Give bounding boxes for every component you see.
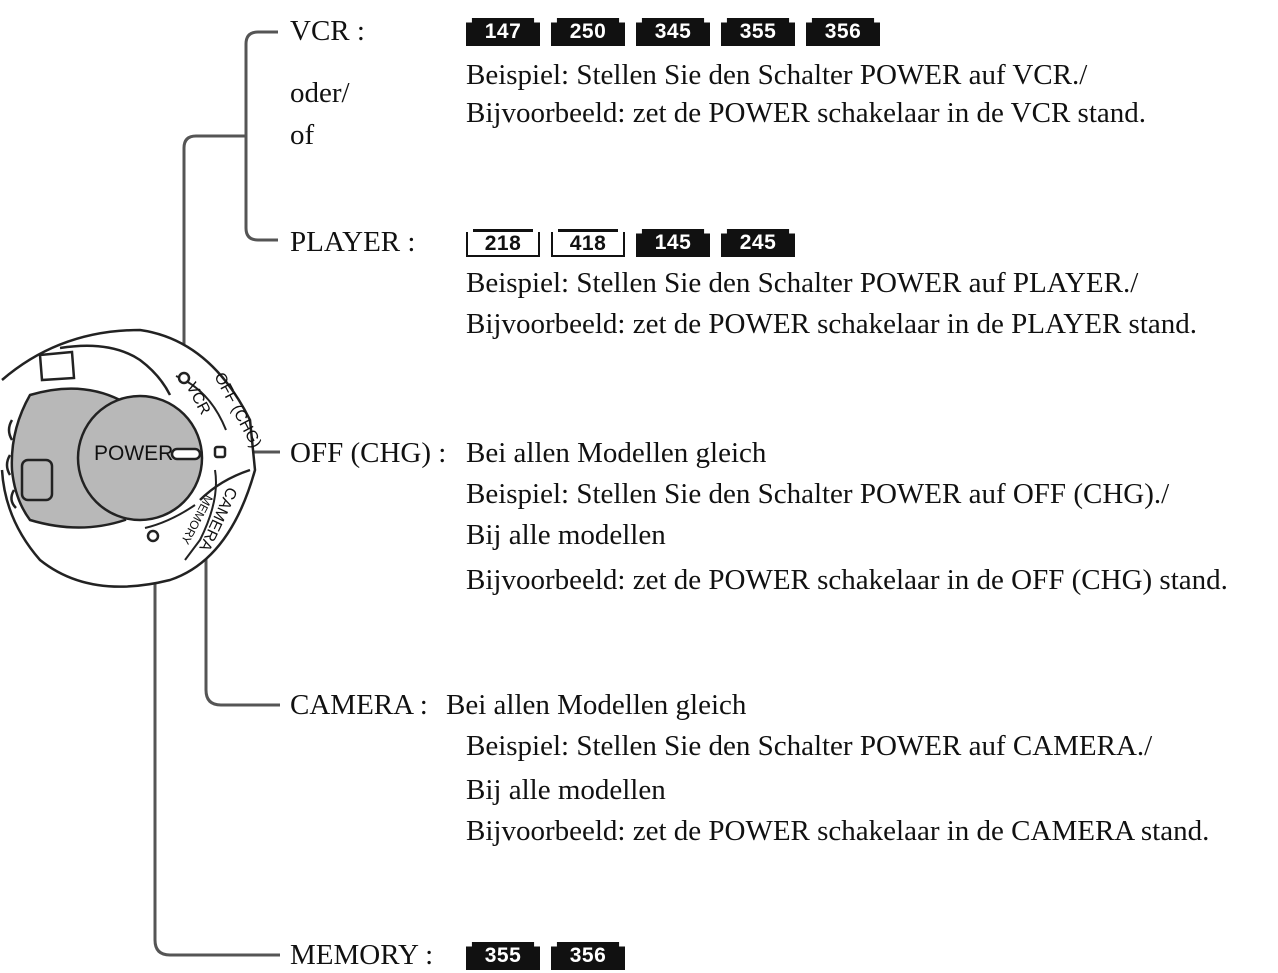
vcr-model-badges: 147 250 345 355 356 [466, 18, 880, 46]
model-badge-345: 345 [636, 18, 710, 46]
connector-lines [153, 30, 280, 957]
vcr-or-de: oder/ [290, 77, 350, 109]
off-all-models-nl: Bij alle modellen [466, 519, 666, 551]
memory-connector [153, 538, 280, 957]
vcr-or-nl: of [290, 119, 315, 151]
model-badge-356: 356 [551, 942, 625, 970]
off-all-models-de: Bei allen Modellen gleich [466, 437, 767, 469]
power-dial [76, 394, 204, 522]
camera-all-models-nl: Bij alle modellen [466, 774, 666, 806]
vcr-example-nl: Bijvoorbeeld: zet de POWER schakelaar in… [466, 97, 1146, 129]
model-badge-355: 355 [466, 942, 540, 970]
model-badge-355: 355 [721, 18, 795, 46]
player-model-badges: 218 418 145 245 [465, 226, 795, 257]
player-example-nl: Bijvoorbeeld: zet de POWER schakelaar in… [466, 308, 1198, 340]
model-badge-250: 250 [551, 18, 625, 46]
off-example-nl: Bijvoorbeeld: zet de POWER schakelaar in… [466, 564, 1228, 596]
camera-example-de: Beispiel: Stellen Sie den Schalter POWER… [466, 730, 1153, 762]
model-badge-147: 147 [466, 18, 540, 46]
vcr-connector [182, 134, 246, 372]
vcr-label: VCR : [290, 15, 365, 47]
vcr-example-de: Beispiel: Stellen Sie den Schalter POWER… [466, 59, 1088, 91]
player-label: PLAYER : [290, 226, 416, 258]
vcr-player-bracket [244, 30, 278, 242]
model-badge-418: 418 [550, 226, 626, 257]
player-example-de: Beispiel: Stellen Sie den Schalter POWER… [466, 267, 1139, 299]
camera-label: CAMERA : [290, 689, 428, 721]
model-badge-245: 245 [721, 229, 795, 257]
model-badge-356: 356 [806, 18, 880, 46]
camera-viewfinder [38, 350, 76, 382]
off-example-de: Beispiel: Stellen Sie den Schalter POWER… [466, 478, 1170, 510]
camera-illustration [0, 328, 257, 588]
dial-power-label: POWER [94, 442, 173, 465]
off-label: OFF (CHG) : [290, 437, 447, 469]
memory-model-badges: 355 356 [466, 942, 625, 970]
camera-all-models-de: Bei allen Modellen gleich [446, 689, 747, 721]
model-badge-145: 145 [636, 229, 710, 257]
camera-connector [204, 552, 280, 707]
off-position-marker [213, 445, 227, 459]
model-badge-218: 218 [465, 226, 541, 257]
memory-label: MEMORY : [290, 939, 434, 971]
camera-example-nl: Bijvoorbeeld: zet de POWER schakelaar in… [466, 815, 1210, 847]
